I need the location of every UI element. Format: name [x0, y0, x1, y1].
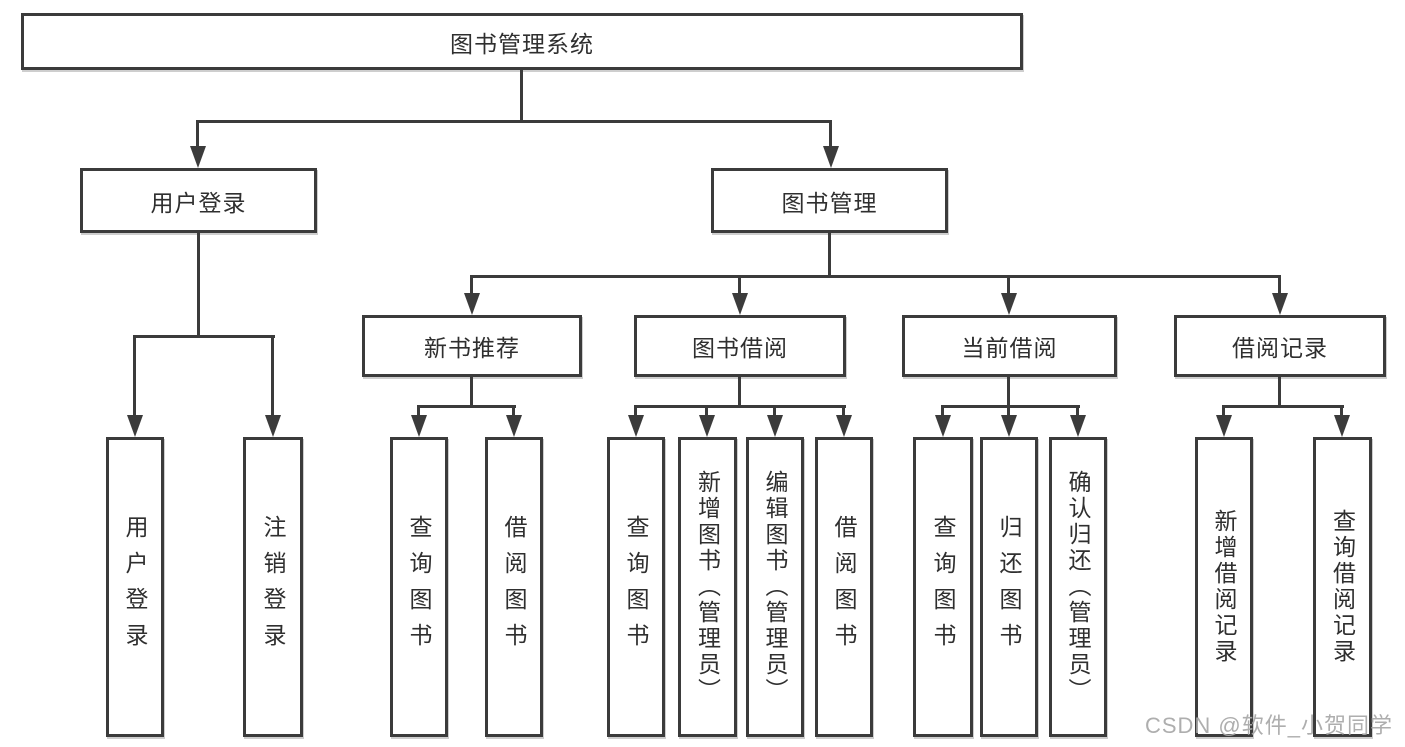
leaf-edit-book-admin: 编辑图书（管理员）	[746, 437, 804, 737]
connector-line	[197, 120, 832, 123]
leaf-borrow-books-borrowing: 借阅图书	[815, 437, 873, 737]
connector-line	[520, 70, 523, 121]
arrow-down	[189, 120, 206, 168]
leaf-borrow-books-borrowing-label: 借阅图书	[831, 515, 857, 659]
leaf-return-books-label: 归还图书	[996, 515, 1022, 659]
leaf-add-book-admin-label: 新增图书（管理员）	[694, 470, 721, 704]
arrow-down	[264, 335, 281, 437]
arrow-down	[126, 335, 143, 437]
node-book-borrowing: 图书借阅	[634, 315, 846, 377]
connector-line	[635, 405, 846, 408]
leaf-query-books-recommend: 查询图书	[390, 437, 448, 737]
connector-line	[1223, 405, 1344, 408]
csdn-watermark: CSDN @软件_小贺同学	[1144, 713, 1393, 738]
leaf-logout-label: 注销登录	[260, 515, 286, 659]
leaf-borrow-books-recommend-label: 借阅图书	[501, 515, 527, 659]
connector-line	[418, 405, 516, 408]
arrow-down	[410, 405, 427, 437]
arrow-down	[766, 405, 783, 437]
leaf-query-books-current-label: 查询图书	[930, 515, 956, 659]
arrow-down	[463, 275, 480, 315]
leaf-query-borrow-record-label: 查询借阅记录	[1329, 509, 1356, 665]
node-new-book-recommend-label: 新书推荐	[424, 335, 520, 361]
leaf-query-books-recommend-label: 查询图书	[406, 515, 432, 659]
connector-line	[1278, 377, 1281, 406]
arrow-down	[835, 405, 852, 437]
node-borrowing-records: 借阅记录	[1174, 315, 1386, 377]
arrow-down	[1069, 405, 1086, 437]
node-current-borrowing: 当前借阅	[902, 315, 1117, 377]
arrow-down	[1333, 405, 1350, 437]
node-borrowing-records-label: 借阅记录	[1232, 335, 1328, 361]
leaf-add-borrow-record-label: 新增借阅记录	[1211, 509, 1237, 665]
node-user-login-label: 用户登录	[150, 189, 247, 216]
leaf-user-login: 用户登录	[106, 437, 164, 737]
connector-line	[134, 335, 275, 338]
node-user-login: 用户登录	[80, 168, 317, 233]
arrow-down	[627, 405, 644, 437]
connector-line	[470, 377, 473, 406]
arrow-down	[1271, 275, 1288, 315]
connector-line	[197, 233, 200, 336]
node-library-system: 图书管理系统	[21, 13, 1023, 70]
arrow-down	[1215, 405, 1232, 437]
leaf-edit-book-admin-label: 编辑图书（管理员）	[762, 470, 788, 704]
leaf-logout: 注销登录	[243, 437, 303, 737]
leaf-add-borrow-record: 新增借阅记录	[1195, 437, 1253, 737]
connector-line	[1007, 377, 1010, 406]
arrow-down	[731, 275, 748, 315]
leaf-query-books-borrowing: 查询图书	[607, 437, 665, 737]
arrow-down	[698, 405, 715, 437]
connector-line	[470, 275, 1281, 278]
leaf-query-borrow-record: 查询借阅记录	[1313, 437, 1372, 737]
arrow-down	[822, 120, 839, 168]
node-new-book-recommend: 新书推荐	[362, 315, 582, 377]
leaf-query-books-current: 查询图书	[913, 437, 973, 737]
arrow-down	[505, 405, 522, 437]
node-book-management-label: 图书管理	[781, 189, 878, 216]
connector-line	[738, 377, 741, 406]
leaf-borrow-books-recommend: 借阅图书	[485, 437, 543, 737]
node-book-borrowing-label: 图书借阅	[692, 335, 788, 361]
leaf-query-books-borrowing-label: 查询图书	[623, 515, 649, 659]
arrow-down	[934, 405, 951, 437]
leaf-confirm-return-admin: 确认归还（管理员）	[1049, 437, 1107, 737]
leaf-return-books: 归还图书	[980, 437, 1038, 737]
node-library-system-label: 图书管理系统	[450, 30, 594, 57]
connector-line	[942, 405, 1080, 408]
arrow-down	[1000, 275, 1017, 315]
arrow-down	[1000, 405, 1017, 437]
node-current-borrowing-label: 当前借阅	[961, 335, 1058, 361]
leaf-user-login-label: 用户登录	[122, 515, 148, 659]
leaf-confirm-return-admin-label: 确认归还（管理员）	[1065, 470, 1091, 704]
leaf-add-book-admin: 新增图书（管理员）	[678, 437, 737, 737]
connector-line	[828, 233, 831, 277]
node-book-management: 图书管理	[711, 168, 948, 233]
